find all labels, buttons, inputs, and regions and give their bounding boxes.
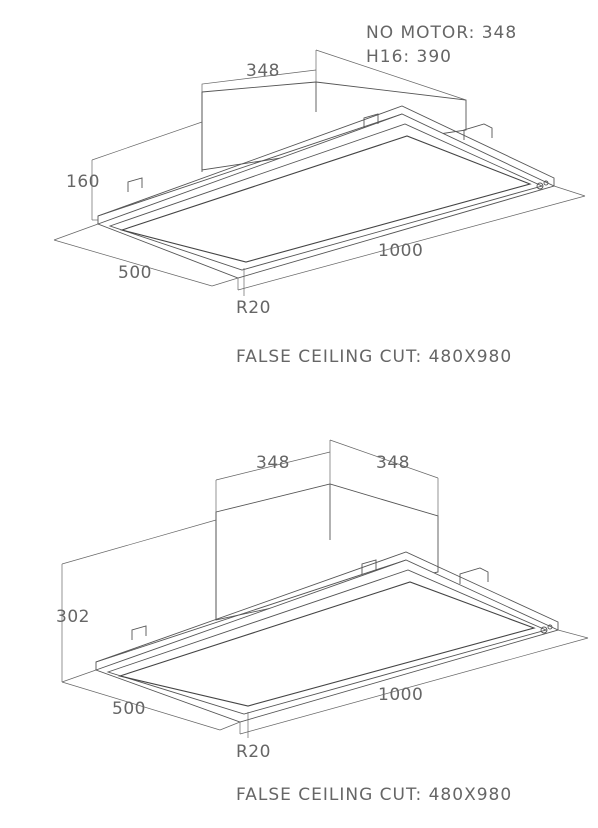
motor-box-bottom — [215, 483, 439, 621]
hood-diagram-bottom: 348 348 302 500 1000 R20 FALSE CEILING C… — [56, 439, 589, 805]
dim-length-top: 1000 — [378, 241, 423, 261]
note-h16: H16: 390 — [366, 47, 452, 67]
dim-length-bottom: 1000 — [378, 685, 423, 705]
dim-depth-bottom: 500 — [112, 699, 146, 719]
bracket-mid-top — [363, 113, 379, 128]
false-ceiling-cut-bottom: FALSE CEILING CUT: 480X980 — [236, 785, 512, 805]
motor-box-top — [201, 81, 467, 172]
panel-top — [96, 105, 556, 279]
dimension-lines-bottom — [61, 439, 589, 738]
hood-diagram-top: NO MOTOR: 348 H16: 390 348 160 500 1000 … — [53, 23, 586, 367]
dim-depth-top: 500 — [118, 263, 152, 283]
dim-height-top: 160 — [66, 172, 100, 192]
dim-motor-width-bottom: 348 — [256, 453, 290, 473]
bracket-mid-bottom — [361, 559, 377, 574]
dim-radius-bottom: R20 — [236, 742, 271, 762]
false-ceiling-cut-top: FALSE CEILING CUT: 480X980 — [236, 347, 512, 367]
dim-motor-width-top: 348 — [246, 61, 280, 81]
bracket-left-top — [127, 177, 143, 192]
bracket-right-top — [463, 123, 493, 140]
dim-motor-depth-bottom: 348 — [376, 453, 410, 473]
note-no-motor: NO MOTOR: 348 — [366, 23, 517, 43]
bracket-left-bottom — [131, 625, 147, 640]
dim-height-bottom: 302 — [56, 607, 90, 627]
bracket-right-bottom — [459, 567, 489, 584]
dim-radius-top: R20 — [236, 298, 271, 318]
dimension-lines-top — [53, 49, 586, 296]
